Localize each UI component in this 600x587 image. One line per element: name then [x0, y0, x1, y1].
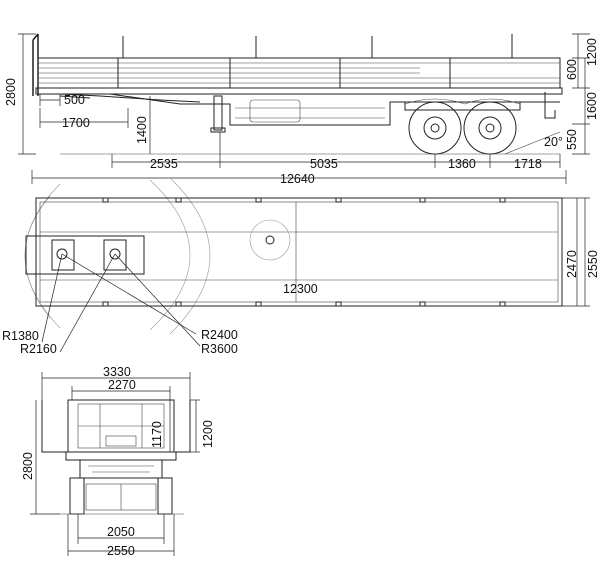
- dim-550: 550: [565, 129, 579, 150]
- departure-angle: 20°: [544, 135, 563, 149]
- wheel-left: [69, 477, 85, 515]
- kingpin-icon: [56, 248, 68, 260]
- dim-600: 600: [565, 59, 579, 80]
- side-view: 20° 2800 500 1700 1400 2535 5035 1360 17…: [4, 33, 599, 186]
- front-view: 3330 2270 2800 1170 1200: [21, 365, 215, 558]
- top-view: 12300 2470 2550 R1380 R2160 R2400 R3600: [2, 177, 600, 356]
- suspension: [404, 102, 521, 111]
- dim-2550-front: 2550: [107, 544, 135, 558]
- dim-1200-front: 1200: [201, 420, 215, 448]
- dim-1718: 1718: [514, 157, 542, 171]
- radius-r2160: R2160: [20, 342, 57, 356]
- radius-r3600: R3600: [201, 342, 238, 356]
- chassis-frame: [109, 93, 560, 126]
- dim-1600: 1600: [585, 92, 599, 120]
- gooseneck: [36, 93, 201, 103]
- radius-r2400: R2400: [201, 328, 238, 342]
- stake-pockets: [102, 197, 506, 307]
- dim-12640: 12640: [280, 172, 315, 186]
- dim-1400: 1400: [135, 116, 149, 144]
- dim-1170: 1170: [150, 421, 164, 448]
- dim-3330: 3330: [103, 365, 131, 379]
- spare-wheel: [249, 219, 291, 261]
- rear-bumper: [544, 92, 556, 119]
- dim-1700: 1700: [62, 116, 90, 130]
- dim-2535: 2535: [150, 157, 178, 171]
- dim-1200: 1200: [585, 38, 599, 66]
- dim-500: 500: [64, 93, 85, 107]
- dim-12300: 12300: [283, 282, 318, 296]
- dim-5035: 5035: [310, 157, 338, 171]
- dim-1360: 1360: [448, 157, 476, 171]
- turning-arc: [24, 195, 51, 319]
- dim-2050: 2050: [107, 525, 135, 539]
- dim-2800-front: 2800: [21, 452, 35, 480]
- radius-r1380: R1380: [2, 329, 39, 343]
- deck-front: [65, 451, 177, 461]
- chassis-front: [79, 460, 163, 479]
- dim-2470: 2470: [565, 250, 579, 278]
- front-bulkhead: [32, 33, 39, 96]
- dim-2550-top: 2550: [586, 250, 600, 278]
- wheel-right: [157, 477, 173, 515]
- deck: [35, 87, 563, 95]
- landing-leg: [213, 95, 223, 131]
- platform-outline: [35, 197, 563, 307]
- toolbox: [249, 99, 301, 123]
- gooseneck-top: [25, 235, 145, 275]
- dim-height-2800: 2800: [4, 78, 18, 106]
- dim-2270: 2270: [108, 378, 136, 392]
